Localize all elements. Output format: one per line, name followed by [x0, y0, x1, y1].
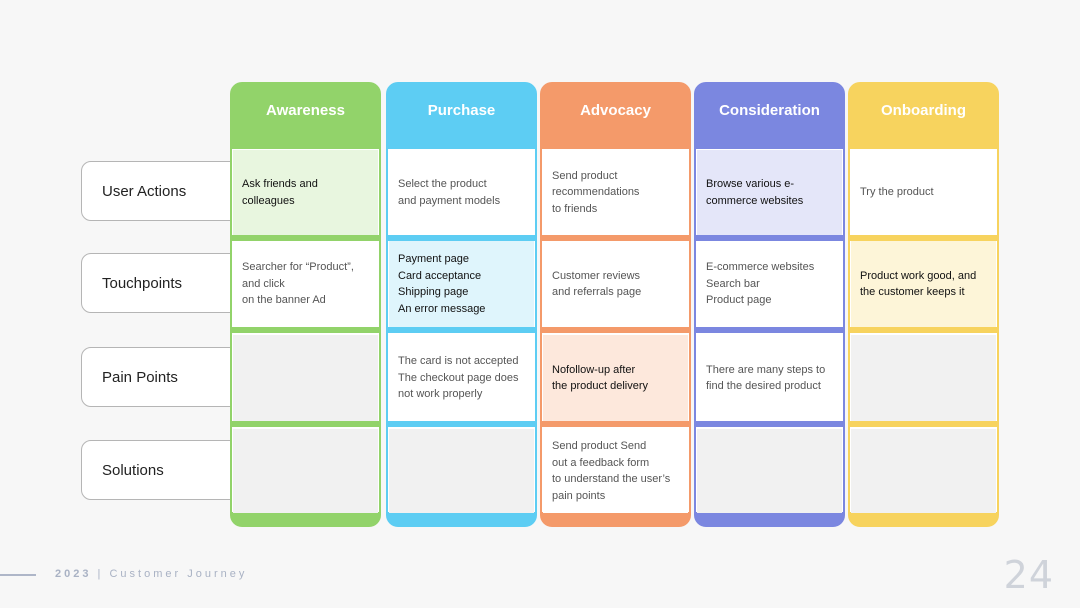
footer-caption: 2023 | Customer Journey	[55, 568, 247, 580]
row-divider	[542, 235, 689, 241]
cell-pain-points: Nofollow-up after the product delivery	[543, 335, 688, 421]
cell-user-actions: Browse various e- commerce websites	[697, 150, 842, 235]
row-label-user-actions: User Actions	[81, 161, 241, 221]
row-divider	[388, 421, 535, 427]
row-divider	[850, 143, 997, 149]
footer-line	[0, 574, 36, 576]
row-label-pain-points: Pain Points	[81, 347, 241, 407]
cell-pain-points: The card is not accepted The checkout pa…	[389, 335, 534, 421]
row-divider	[850, 327, 997, 333]
row-divider	[696, 421, 843, 427]
cell-pain-points	[851, 335, 996, 421]
cell-solutions: Send product Send out a feedback form to…	[543, 429, 688, 513]
cell-touchpoints: Searcher for “Product”, and click on the…	[233, 241, 378, 327]
row-divider	[850, 235, 997, 241]
cell-solutions	[697, 429, 842, 513]
cell-touchpoints: Payment page Card acceptance Shipping pa…	[389, 241, 534, 327]
cell-user-actions: Ask friends and colleagues	[233, 150, 378, 235]
column-header: Purchase	[427, 102, 496, 119]
cell-solutions	[851, 429, 996, 513]
row-divider	[542, 421, 689, 427]
column-header: Onboarding	[881, 102, 966, 119]
cell-user-actions: Try the product	[851, 150, 996, 235]
row-label-solutions: Solutions	[81, 440, 241, 500]
row-divider	[696, 327, 843, 333]
column-header: Advocacy	[580, 102, 651, 119]
cell-pain-points: There are many steps to find the desired…	[697, 335, 842, 421]
cell-solutions	[233, 429, 378, 513]
footer-title: Customer Journey	[109, 568, 248, 580]
row-divider	[232, 421, 379, 427]
page-number: 24	[1003, 553, 1054, 597]
cell-touchpoints: E-commerce websites Search bar Product p…	[697, 241, 842, 327]
footer-year: 2023	[55, 568, 92, 580]
row-divider	[232, 235, 379, 241]
row-divider	[696, 143, 843, 149]
row-divider	[388, 327, 535, 333]
cell-solutions	[389, 429, 534, 513]
cell-touchpoints: Product work good, and the customer keep…	[851, 241, 996, 327]
cell-pain-points	[233, 335, 378, 421]
footer-separator: |	[97, 568, 104, 580]
column-header: Consideration	[719, 102, 820, 119]
cell-user-actions: Send product recommendations to friends	[543, 150, 688, 235]
cell-user-actions: Select the product and payment models	[389, 150, 534, 235]
cell-touchpoints: Customer reviews and referrals page	[543, 241, 688, 327]
row-label-touchpoints: Touchpoints	[81, 253, 241, 313]
row-divider	[850, 421, 997, 427]
row-divider	[542, 327, 689, 333]
row-divider	[232, 327, 379, 333]
row-divider	[388, 235, 535, 241]
row-divider	[232, 143, 379, 149]
row-divider	[696, 235, 843, 241]
row-divider	[542, 143, 689, 149]
row-divider	[388, 143, 535, 149]
column-header: Awareness	[266, 102, 345, 119]
